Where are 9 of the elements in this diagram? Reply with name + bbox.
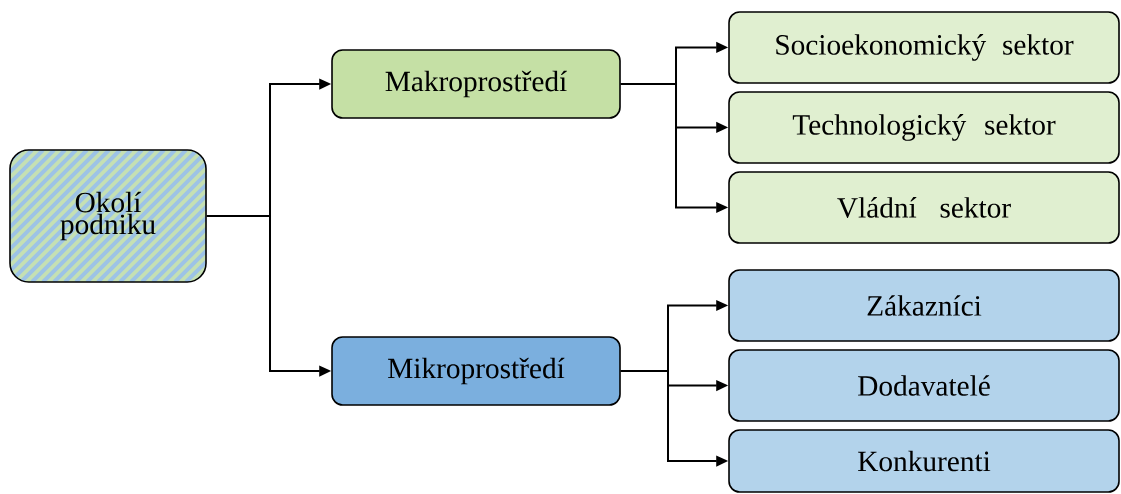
category-box: Mikroprostředí xyxy=(331,336,621,406)
sector-box: Vládní sektor xyxy=(728,171,1120,244)
sector-box: Technologický sektor xyxy=(728,91,1120,164)
sector-box: Konkurenti xyxy=(728,429,1120,493)
sector-box: Socioekonomický sektor xyxy=(728,11,1120,84)
sector-box: Dodavatelé xyxy=(728,349,1120,422)
sector-box: Zákazníci xyxy=(728,269,1120,342)
hatched-box: Okolí podniku xyxy=(9,149,207,283)
category-box: Makroprostředí xyxy=(331,49,621,119)
